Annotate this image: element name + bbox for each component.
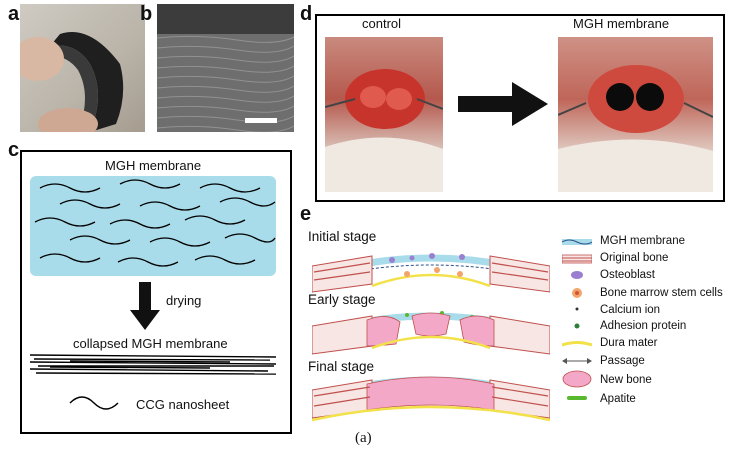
original-bone-icon [562,254,592,264]
panel-d-frame [315,14,725,202]
apatite-icon [566,393,588,403]
control-surgery-photo [325,37,443,192]
implant-disc-left [606,83,634,111]
legend-label: Dura mater [600,337,658,349]
final-stage-diagram [312,364,550,424]
panel-label-b: b [140,3,153,25]
mgh-membrane-label: MGH membrane [573,16,670,31]
calcium-ion-icon [574,306,580,312]
legend-label: Apatite [600,393,636,405]
legend-label: Passage [600,355,645,367]
legend-label: MGH membrane [600,235,685,247]
control-label: control [362,16,402,31]
panel-c-frame [20,150,292,434]
mgh-surgery-photo [558,37,713,192]
implant-disc-right [636,83,664,111]
new-bone-icon [562,370,592,388]
flexible-membrane-photo [20,4,145,132]
stage-label-early: Early stage [308,292,376,307]
mgh-membrane-title: MGH membrane [105,158,202,173]
legend-label: Bone marrow stem cells [600,287,723,299]
mgh-membrane-icon [562,237,592,247]
early-stage-diagram [312,300,550,358]
legend-label: Original bone [600,252,669,264]
sem-cross-section-image [157,4,294,132]
legend-label: Calcium ion [600,304,661,316]
panel-label-a: a [8,3,20,25]
figure-caption: (a) [355,430,372,446]
hydrated-membrane-diagram [30,176,276,276]
passage-icon [562,356,592,366]
ccg-nanosheet-icon [68,393,120,411]
adhesion-protein-icon [573,322,581,330]
panel-label-e: e [300,203,312,225]
drying-label: drying [166,293,202,308]
stage-label-final: Final stage [308,359,375,374]
ccg-nanosheet-label: CCG nanosheet [136,397,230,412]
collapsed-membrane-diagram [30,352,276,378]
drying-arrow [130,282,160,332]
panel-label-c: c [8,139,20,161]
collapsed-membrane-title: collapsed MGH membrane [73,336,228,351]
dura-mater-icon [562,338,592,348]
panel-label-d: d [300,3,313,25]
stem-cell-icon [571,287,583,299]
legend-label: Adhesion protein [600,320,687,332]
legend-label: New bone [600,374,652,386]
initial-stage-diagram [312,236,550,294]
transition-arrow [458,82,548,126]
stage-label-initial: Initial stage [308,229,377,244]
osteoblast-icon [569,270,585,280]
legend-label: Osteoblast [600,269,655,281]
scale-bar [245,118,277,123]
